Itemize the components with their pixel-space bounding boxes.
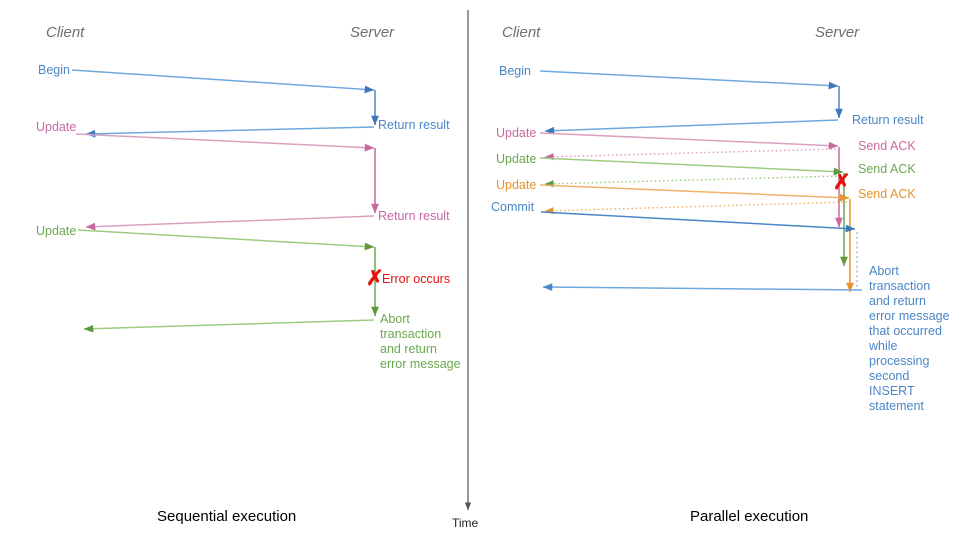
right-label-commit: Commit	[491, 200, 535, 214]
right-label-send-ack-1: Send ACK	[858, 139, 916, 153]
right-label-begin: Begin	[499, 64, 531, 78]
left-arrow-return-2	[85, 215, 375, 231]
left-arrow-begin	[71, 69, 375, 94]
left-arrow-update-2	[77, 229, 375, 251]
error-x-icon-left: ✗	[366, 267, 384, 290]
time-axis-label: Time	[452, 516, 479, 530]
left-arrow-abort-return	[83, 319, 375, 333]
right-arrow-begin	[539, 70, 839, 90]
left-panel-flow	[71, 69, 379, 333]
left-lane-title-server: Server	[350, 24, 395, 41]
left-lane-title-client: Client	[46, 24, 85, 41]
right-label-abort-note: Abort transaction and return error messa…	[869, 264, 950, 413]
right-ack-2	[544, 175, 842, 188]
right-arrow-update-3	[539, 184, 850, 202]
right-panel-caption: Parallel execution	[690, 508, 809, 525]
right-arrow-return-result	[544, 119, 839, 135]
right-arrow-abort-return	[542, 283, 863, 291]
right-label-send-ack-2: Send ACK	[858, 162, 916, 176]
left-label-return-result-1: Return result	[378, 118, 450, 132]
left-label-error-occurs: Error occurs	[382, 272, 451, 286]
right-ack-3	[544, 201, 848, 215]
left-panel-caption: Sequential execution	[157, 508, 297, 525]
right-label-send-ack-3: Send ACK	[858, 187, 916, 201]
right-arrow-commit	[540, 211, 856, 233]
error-x-icon-right: ✗	[833, 171, 851, 194]
right-label-return-result: Return result	[852, 113, 924, 127]
left-arrow-return-1	[85, 126, 375, 138]
left-label-abort-note: Abort transaction and return error messa…	[380, 312, 461, 371]
right-lane-title-client: Client	[502, 24, 541, 41]
left-label-return-result-2: Return result	[378, 209, 450, 223]
right-ack-1	[544, 148, 837, 161]
left-label-begin: Begin	[38, 63, 70, 77]
right-lane-title-server: Server	[815, 24, 860, 41]
left-arrow-update-1	[75, 133, 375, 152]
right-label-update-2: Update	[496, 152, 537, 166]
left-label-update-1: Update	[36, 120, 77, 134]
right-label-update-3: Update	[496, 178, 537, 192]
right-label-update-1: Update	[496, 126, 537, 140]
right-panel-flow	[539, 70, 863, 293]
left-label-update-2: Update	[36, 224, 77, 238]
right-arrow-update-2	[539, 157, 844, 176]
right-arrow-update-1	[539, 132, 839, 150]
